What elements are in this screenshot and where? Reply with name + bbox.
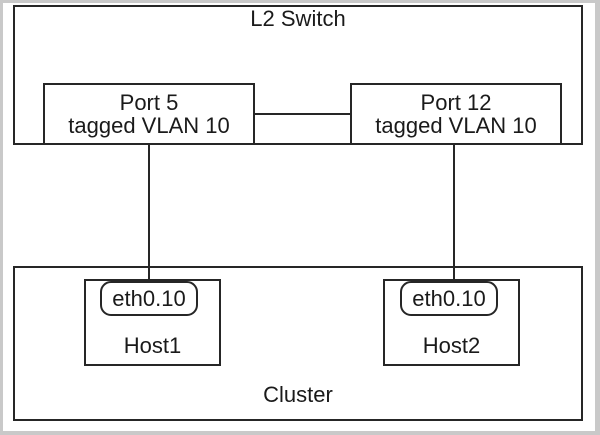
port12-host2-link-line [453, 143, 455, 283]
l2-switch-label: L2 Switch [250, 6, 346, 31]
port5-port12-link-line [255, 113, 350, 115]
port5-name-label: Port 5 [119, 90, 179, 115]
host1-label: Host1 [123, 333, 182, 358]
port5-vlan-label: tagged VLAN 10 [68, 113, 230, 138]
port12-vlan-label: tagged VLAN 10 [375, 113, 537, 138]
host1-eth-label: eth0.10 [112, 285, 186, 311]
port5-box: Port 5 tagged VLAN 10 [43, 83, 255, 145]
host2-eth-interface-badge: eth0.10 [400, 281, 498, 316]
port5-host1-link-line [148, 143, 150, 283]
host2-eth-label: eth0.10 [412, 285, 486, 311]
port12-box: Port 12 tagged VLAN 10 [350, 83, 562, 145]
cluster-label: Cluster [263, 382, 333, 407]
port12-name-label: Port 12 [420, 90, 492, 115]
host1-eth-interface-badge: eth0.10 [100, 281, 198, 316]
host2-label: Host2 [422, 333, 481, 358]
